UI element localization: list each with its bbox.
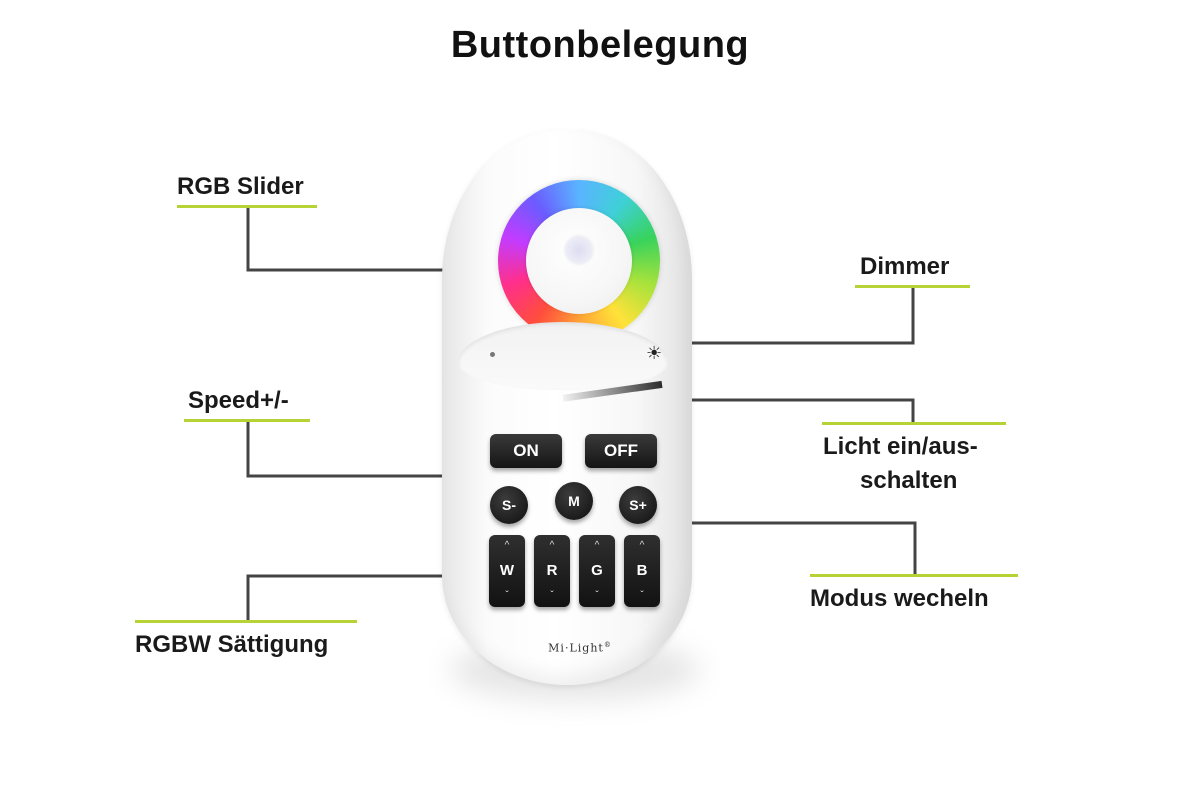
b-button[interactable]: ^ B ˇ bbox=[624, 535, 660, 607]
speed-minus-button[interactable]: S- bbox=[490, 486, 528, 524]
dim-low-icon bbox=[490, 352, 495, 357]
underline-licht bbox=[822, 422, 1006, 425]
connector-rgbw bbox=[246, 574, 480, 622]
underline-rgb-slider bbox=[177, 205, 317, 208]
b-button-label: B bbox=[636, 562, 648, 579]
speed-plus-button[interactable]: S+ bbox=[619, 486, 657, 524]
chevron-up-icon: ^ bbox=[504, 540, 510, 551]
chevron-down-icon: ˇ bbox=[550, 590, 554, 601]
label-rgbw: RGBW Sättigung bbox=[135, 631, 329, 658]
chevron-down-icon: ˇ bbox=[640, 590, 644, 601]
chevron-down-icon: ˇ bbox=[505, 590, 509, 601]
g-button[interactable]: ^ G ˇ bbox=[579, 535, 615, 607]
off-button[interactable]: OFF bbox=[585, 434, 657, 468]
label-speed: Speed+/- bbox=[188, 387, 289, 414]
sun-icon: ☀ bbox=[646, 343, 663, 363]
label-rgb-slider: RGB Slider bbox=[177, 173, 304, 200]
page-title: Buttonbelegung bbox=[450, 24, 750, 66]
registered-mark: ® bbox=[603, 641, 612, 649]
chevron-down-icon: ˇ bbox=[595, 590, 599, 601]
w-button[interactable]: ^ W ˇ bbox=[489, 535, 525, 607]
chevron-up-icon: ^ bbox=[639, 540, 645, 551]
chevron-up-icon: ^ bbox=[549, 540, 555, 551]
underline-speed bbox=[184, 419, 310, 422]
underline-rgbw bbox=[135, 620, 357, 623]
color-wheel[interactable] bbox=[498, 180, 660, 342]
w-button-label: W bbox=[499, 562, 515, 579]
r-button-label: R bbox=[546, 562, 558, 579]
underline-dimmer bbox=[855, 285, 970, 288]
chevron-up-icon: ^ bbox=[594, 540, 600, 551]
wheel-indicator bbox=[565, 236, 593, 264]
label-licht-line1: Licht ein/aus- bbox=[823, 433, 978, 460]
label-licht-line2: schalten bbox=[860, 467, 958, 494]
brand-name: Mi·Light bbox=[548, 641, 604, 655]
label-dimmer: Dimmer bbox=[860, 253, 950, 280]
label-modus: Modus wecheln bbox=[810, 585, 989, 612]
brand-logo: Mi·Light® bbox=[535, 641, 625, 655]
connector-rgb-slider bbox=[246, 208, 510, 272]
r-button[interactable]: ^ R ˇ bbox=[534, 535, 570, 607]
g-button-label: G bbox=[591, 562, 603, 579]
on-button[interactable]: ON bbox=[490, 434, 562, 468]
mode-button[interactable]: M bbox=[555, 482, 593, 520]
connector-dimmer bbox=[655, 287, 915, 345]
underline-modus bbox=[810, 574, 1018, 577]
wheel-center bbox=[526, 208, 632, 314]
